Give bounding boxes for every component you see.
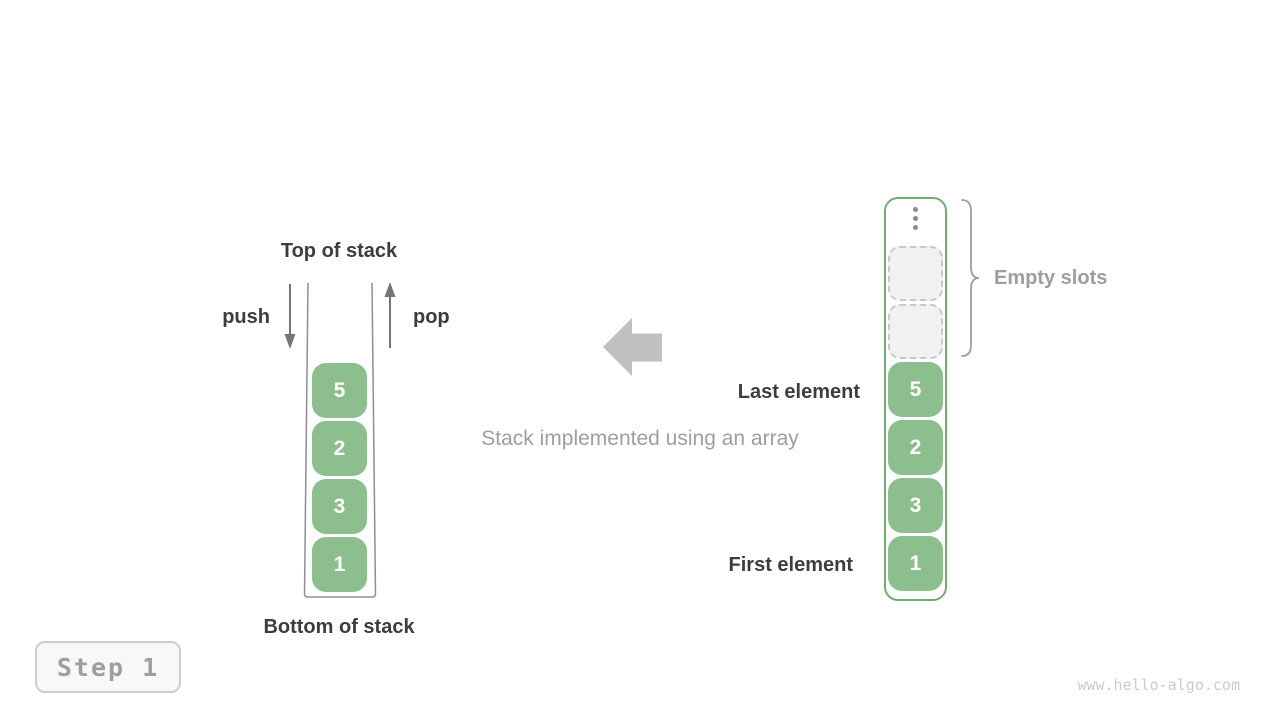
watermark: www.hello-algo.com (1077, 676, 1240, 694)
push-label: push (222, 306, 270, 328)
stack-cell: 1 (312, 537, 367, 592)
pop-label: pop (413, 306, 450, 328)
push-arrow-down-icon (284, 284, 296, 349)
empty-slot (888, 304, 943, 359)
array-cell: 1 (888, 536, 943, 591)
stack-cell: 2 (312, 421, 367, 476)
stack-container-outline (303, 282, 377, 598)
stack-cell: 3 (312, 479, 367, 534)
bottom-of-stack-label: Bottom of stack (263, 616, 415, 638)
array-cell: 3 (888, 478, 943, 533)
arrow-left-icon (603, 318, 662, 376)
array-cell: 2 (888, 420, 943, 475)
empty-slot (888, 246, 943, 301)
stack-cell: 5 (312, 363, 367, 418)
pop-arrow-up-icon (384, 282, 396, 348)
step-badge: Step 1 (35, 641, 181, 693)
diagram-caption: Stack implemented using an array (481, 427, 799, 450)
top-of-stack-label: Top of stack (280, 240, 398, 262)
ellipsis-icon (884, 207, 947, 230)
last-element-label: Last element (737, 381, 860, 403)
first-element-label: First element (728, 554, 853, 576)
empty-slots-label: Empty slots (994, 267, 1108, 289)
array-cell: 5 (888, 362, 943, 417)
brace-icon (961, 199, 980, 357)
